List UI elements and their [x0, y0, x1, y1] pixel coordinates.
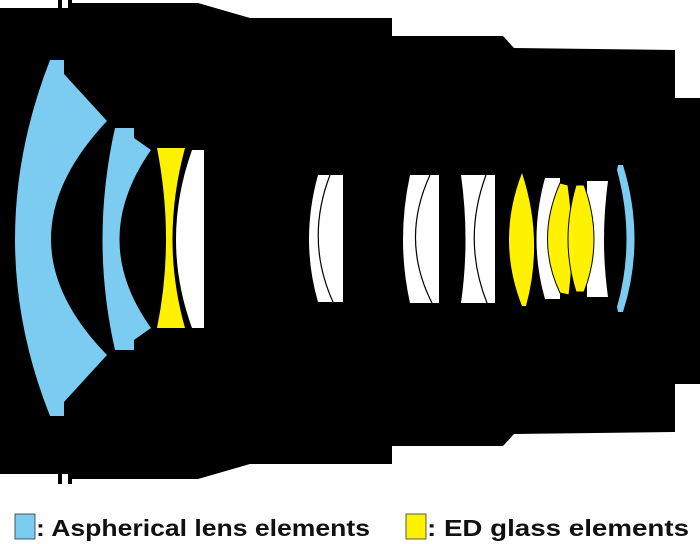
lens-barrel — [0, 0, 700, 484]
legend-label-aspherical: : Aspherical lens elements — [36, 515, 370, 541]
standard-lens-element — [309, 175, 343, 302]
ed-glass-element — [157, 148, 185, 328]
standard-lens-element — [461, 175, 495, 303]
standard-lens-element — [176, 150, 204, 328]
aspherical-lens-element — [15, 60, 107, 416]
legend: : Aspherical lens elements : ED glass el… — [14, 513, 689, 541]
aspherical-lens-element — [617, 165, 635, 312]
cement-line — [473, 174, 488, 304]
legend-label-ed-glass: : ED glass elements — [427, 515, 689, 541]
legend-swatch-ed-glass — [405, 513, 427, 540]
ed-glass-element — [509, 173, 535, 306]
cement-line — [317, 174, 334, 303]
cement-line — [414, 174, 433, 304]
ed-glass-element — [567, 184, 595, 293]
standard-lens-element — [403, 175, 439, 303]
standard-lens-element — [587, 181, 608, 297]
aspherical-lens-element — [102, 128, 151, 350]
legend-swatch-aspherical — [14, 513, 36, 540]
